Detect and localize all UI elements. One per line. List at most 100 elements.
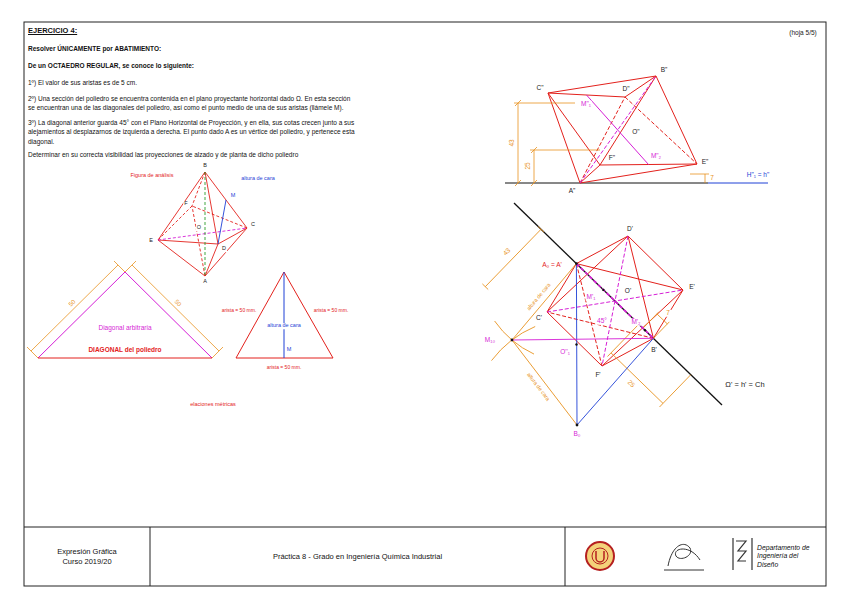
elevation-view-part-part xyxy=(656,76,697,164)
department-logo-part xyxy=(736,541,746,561)
exercise-title: EJERCICIO 4: xyxy=(28,27,77,35)
analysis-octahedron-part xyxy=(218,200,226,244)
plan-view-part-part xyxy=(482,284,488,290)
plan-view-part-part xyxy=(512,340,577,425)
metric-triangle-diagonal-part xyxy=(38,272,212,358)
plan-view-part-part xyxy=(602,289,604,291)
elevation-view-part-part xyxy=(580,97,625,183)
analysis-octahedron-part xyxy=(205,172,206,276)
point-label: M"₁ xyxy=(580,101,592,108)
plan-view-part-part xyxy=(577,338,653,425)
metric-triangle-face xyxy=(236,272,333,358)
plan-view-part-part xyxy=(575,262,578,265)
elevation-view-part xyxy=(580,76,656,183)
annotation: altura de cara xyxy=(266,323,302,329)
point-label: M'₁ xyxy=(586,294,597,301)
elevation-view-part-part xyxy=(548,76,656,93)
plan-view-part xyxy=(511,262,647,426)
metric-triangle-diagonal-part xyxy=(27,261,223,358)
sheet-number: (hoja 5/5) xyxy=(788,30,817,37)
university-logo-part xyxy=(596,551,604,562)
analysis-octahedron-part-part xyxy=(192,172,205,206)
elevation-view-part-part xyxy=(548,93,580,183)
plan-view-part-part xyxy=(485,229,541,286)
metric-triangle-diagonal-part-part xyxy=(212,347,223,358)
elevation-view-part-part xyxy=(705,174,706,183)
vertex-label: F xyxy=(183,201,188,207)
annotation: altura de cara xyxy=(525,371,551,403)
analysis-octahedron-part xyxy=(158,228,247,240)
university-logo xyxy=(586,542,614,570)
elevation-view-part xyxy=(514,100,709,186)
plan-view-part-part xyxy=(495,321,534,354)
elevation-view-part-part xyxy=(514,103,575,104)
vertex-label: C' xyxy=(535,315,543,322)
annotation: altura de cara xyxy=(240,176,276,182)
angle-label: 45° xyxy=(596,318,608,325)
elevation-view-part-part xyxy=(580,164,697,183)
metric-triangle-face-part xyxy=(236,272,333,358)
plan-view-part-part xyxy=(547,290,683,312)
plan-view-part-part xyxy=(547,312,653,338)
plan-view-part xyxy=(547,236,683,366)
metric-triangle-diagonal-part-part xyxy=(132,265,219,351)
vertex-label: E' xyxy=(688,284,696,291)
department-logo-part xyxy=(732,538,733,570)
elevation-view-part xyxy=(587,95,649,165)
vertex-label: B xyxy=(202,163,208,169)
plan-view xyxy=(482,203,722,426)
elevation-view-part-part xyxy=(530,150,600,151)
signature-logo-part xyxy=(668,544,700,566)
analysis-octahedron-part-part xyxy=(158,240,205,276)
analysis-octahedron-part-part xyxy=(192,206,205,276)
point-label: B₀ xyxy=(572,431,581,438)
plan-view-part-part xyxy=(576,424,579,427)
point-label: O" xyxy=(631,129,640,136)
note: Diagonal arbitraria xyxy=(97,325,152,332)
plan-view-part xyxy=(482,227,690,426)
statement-column: Resolver ÚNICAMENTE por ABATIMIENTO:De u… xyxy=(28,44,358,160)
elevation-view-part-part xyxy=(690,174,709,175)
title-block-text: Práctica 8 - Grado en Ingeniería Química… xyxy=(273,552,442,561)
elevation-view-part-part xyxy=(515,100,521,106)
vertex-label: C xyxy=(250,222,256,228)
point-label: O' xyxy=(624,288,632,295)
vertex-label: A" xyxy=(568,188,577,195)
elevation-view-part xyxy=(708,183,768,184)
analysis-octahedron-part-part xyxy=(158,172,205,240)
dimension-value: 25 xyxy=(525,161,532,170)
dimension-value: 43 xyxy=(509,138,516,147)
vertex-label: A₀ = A' xyxy=(541,262,563,269)
sheet-frame-part xyxy=(150,527,151,586)
analysis-octahedron-part-part xyxy=(205,228,247,276)
metric-triangle-diagonal-part-part xyxy=(114,261,125,272)
vertex-label: F" xyxy=(608,155,616,162)
statement-text: 2º) Una sección del poliedro se encuentr… xyxy=(28,94,358,113)
vertex-label: E" xyxy=(701,159,710,166)
line-label: H"₁ = h" xyxy=(746,172,771,179)
dimension-note: arista = 50 mm. xyxy=(313,308,350,313)
elevation-view-part-part xyxy=(534,150,535,183)
sheet-frame xyxy=(24,22,826,586)
title-block-text: Departamento de Ingeniería del Diseño xyxy=(757,544,819,569)
elevation-view-part-part xyxy=(600,76,656,165)
analysis-octahedron-part xyxy=(158,172,247,276)
elevation-view-part xyxy=(580,97,697,183)
note: elaciones métricas xyxy=(189,402,237,408)
vertex-label: C" xyxy=(535,85,544,92)
vertex-label: F' xyxy=(594,372,601,379)
analysis-octahedron xyxy=(158,172,247,276)
title-block-cell: Expresión GráficaCurso 2019/20 xyxy=(24,527,150,586)
elevation-view-part xyxy=(548,76,697,183)
plan-view-part-part xyxy=(608,324,639,356)
point-label: O xyxy=(196,225,202,231)
metric-triangle-diagonal-part-part xyxy=(31,265,118,351)
metric-triangle-diagonal-part xyxy=(38,358,212,359)
analysis-octahedron-part-part xyxy=(158,206,192,240)
statement-text: De un OCTAEDRO REGULAR, se conoce lo sig… xyxy=(28,61,358,71)
plan-view-part xyxy=(512,338,653,340)
plan-view-part-part xyxy=(492,327,536,361)
statement-text: Determinar en su correcta visibilidad la… xyxy=(28,150,358,160)
point-label: M xyxy=(230,193,237,199)
plan-view-part xyxy=(576,264,653,425)
